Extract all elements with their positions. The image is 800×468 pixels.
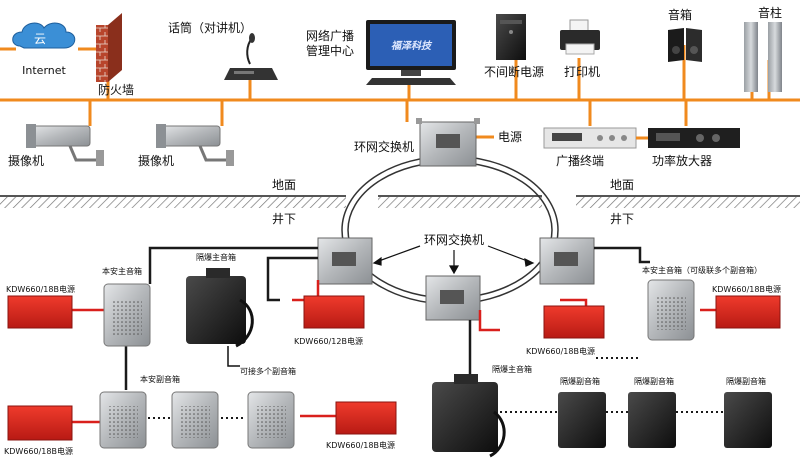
explosion-sub-2-label: 隔爆副音箱 — [634, 376, 674, 386]
explosion-sub-1-label: 隔爆副音箱 — [560, 376, 600, 386]
security-camera-icon — [156, 124, 234, 166]
internet-label: Internet — [22, 64, 66, 77]
underground-right-label: 井下 — [610, 212, 634, 226]
speaker-label: 音箱 — [668, 7, 692, 22]
power-amplifier-device — [648, 128, 740, 148]
broadcast-terminal-label: 广播终端 — [556, 153, 604, 168]
intrinsic-safe-main-speaker-left — [103, 283, 151, 347]
explosion-proof-main-speaker-top — [186, 268, 254, 348]
kdw-bottom-right-label: KDW660/18B电源 — [326, 440, 395, 450]
camera1-label: 摄像机 — [8, 153, 44, 168]
explosion-main-bottom-label: 隔爆主音箱 — [492, 364, 532, 374]
multi-sub-label: 可接多个副音箱 — [240, 366, 296, 376]
camera2-label: 摄像机 — [138, 153, 174, 168]
explosion-proof-switch-icon — [416, 118, 480, 167]
ground-left-label: 地面 — [272, 178, 296, 192]
gooseneck-microphone-icon — [224, 33, 278, 80]
explosion-proof-switch-icon — [425, 275, 481, 321]
underground-red-cables — [72, 280, 716, 424]
center-label-line2: 管理中心 — [306, 43, 354, 58]
explosion-proof-main-speaker-bottom — [432, 374, 506, 458]
chain-dotted-links — [148, 357, 724, 419]
center-label-line1: 网络广播 — [306, 28, 354, 43]
safe-main-left-label: 本安主音箱 — [102, 266, 142, 276]
microphone-label: 话筒（对讲机） — [168, 20, 252, 35]
kdw-18b-mid-label: KDW660/18B电源 — [526, 346, 595, 356]
security-camera-icon — [26, 124, 104, 166]
underground-black-cables — [124, 246, 650, 390]
monitor-logo: 福泽科技 — [391, 40, 433, 52]
kdw-power-supply — [7, 295, 781, 441]
amplifier-label: 功率放大器 — [652, 153, 712, 168]
kdw-bottom-left-label: KDW660/18B电源 — [4, 446, 73, 456]
underground-left-label: 井下 — [272, 212, 296, 226]
explosion-main-top-label: 隔爆主音箱 — [196, 252, 236, 262]
safe-main-right-label: 本安主音箱（可级联多个副音箱） — [642, 265, 762, 275]
explosion-proof-switch-icon — [539, 237, 595, 285]
ups-label: 不间断电源 — [484, 64, 544, 79]
kdw-top-right-label: KDW660/18B电源 — [712, 284, 781, 294]
kdw-top-left-label: KDW660/18B电源 — [6, 284, 75, 294]
intrinsic-safe-sub-speaker — [99, 391, 295, 449]
explosion-proof-sub-speakers — [558, 392, 772, 448]
column-speaker-icon — [744, 22, 782, 92]
ground-surface-middle — [378, 195, 542, 208]
brick-wall-icon — [96, 13, 122, 82]
broadcast-terminal-device — [543, 127, 637, 149]
ground-right-label: 地面 — [610, 178, 634, 192]
kdw-12b-label: KDW660/12B电源 — [294, 336, 363, 346]
ring-switch-top-label: 环网交换机 — [354, 139, 414, 154]
ring-switch-mid-label: 环网交换机 — [424, 232, 484, 247]
column-label: 音柱 — [758, 5, 782, 20]
cloud-icon — [12, 22, 76, 49]
printer-label: 打印机 — [564, 65, 600, 79]
firewall-label: 防火墙 — [98, 82, 134, 97]
ring-label-arrows — [372, 245, 535, 275]
power-label: 电源 — [498, 130, 522, 144]
cloud-label: 云 — [34, 32, 46, 46]
desktop-computer-icon — [366, 20, 456, 85]
ground-surface-right — [576, 195, 800, 208]
multi-sub-pointer — [227, 346, 240, 367]
explosion-proof-switch-icon — [317, 237, 373, 285]
printer-icon — [560, 19, 600, 55]
ground-surface-left — [0, 195, 346, 208]
speaker-icon — [668, 28, 702, 62]
intrinsic-safe-main-speaker-right — [647, 279, 695, 341]
safe-sub-label: 本安副音箱 — [140, 374, 180, 384]
explosion-sub-3-label: 隔爆副音箱 — [726, 376, 766, 386]
tower-ups-icon — [496, 14, 526, 60]
